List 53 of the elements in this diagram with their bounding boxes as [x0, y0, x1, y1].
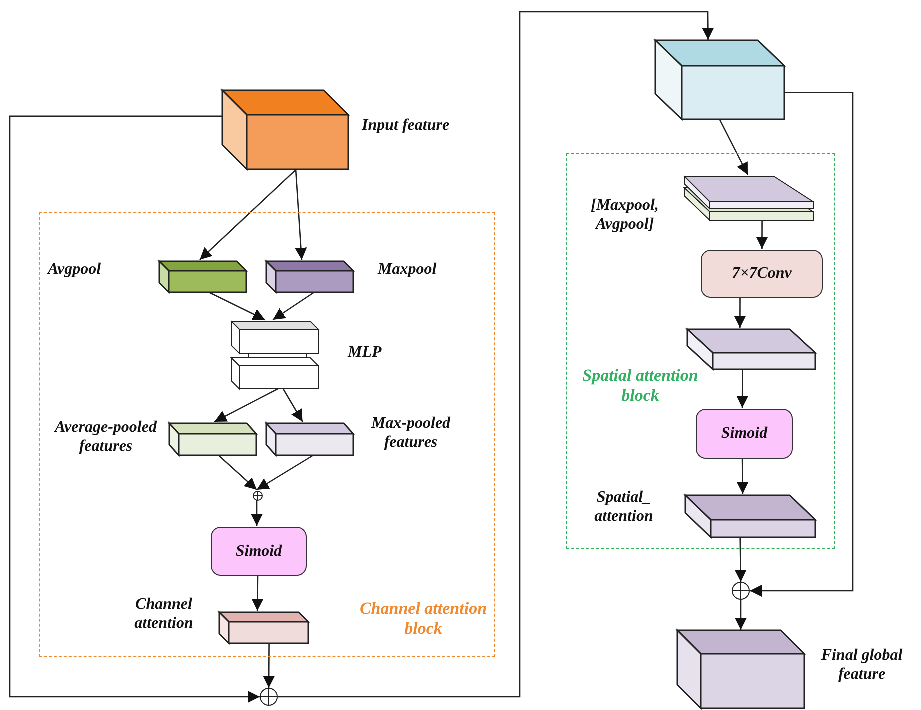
feature-block [685, 495, 816, 538]
dashed-block [39, 212, 495, 657]
arrow [263, 643, 276, 688]
arrow [736, 369, 749, 408]
feature-block [169, 423, 257, 456]
arrow [208, 291, 266, 321]
feature-label: Channel attention [134, 595, 194, 634]
dashed-block [566, 153, 835, 549]
sum-circle [732, 582, 750, 600]
arrow [278, 11, 714, 698]
process-box: Simoid [696, 409, 793, 459]
feature-block [222, 90, 349, 170]
feature-block [687, 329, 816, 370]
feature-block [655, 40, 785, 120]
stacked-slabs-drawing [684, 176, 814, 221]
feature-label: [Maxpool, Avgpool] [590, 196, 660, 234]
sum-circle [260, 688, 278, 706]
arrow [256, 454, 315, 491]
feature-label: Max-pooled features [370, 414, 452, 452]
arrow [719, 120, 749, 176]
arrow [251, 500, 264, 526]
feature-block [159, 261, 247, 293]
feature-block [677, 630, 805, 709]
arrow [295, 170, 308, 260]
arrow [218, 454, 258, 490]
process-box: 7×7Conv [701, 250, 823, 298]
arrow [736, 458, 749, 494]
feature-block [266, 423, 354, 456]
process-box: Simoid [211, 527, 307, 576]
feature-label: Average-pooled features [53, 418, 158, 456]
arrow [750, 92, 854, 597]
arrow [734, 297, 746, 328]
feature-label: Input feature [362, 116, 451, 136]
feature-label: Spatial_ attention [594, 488, 654, 526]
arrow [735, 600, 747, 630]
arrow [9, 116, 260, 703]
arrow [282, 388, 304, 422]
feature-block [266, 261, 354, 293]
mlp-layers-drawing [231, 321, 319, 389]
feature-label: Maxpool [378, 260, 438, 280]
block-title: Channel attention block [358, 599, 488, 640]
feature-label: MLP [348, 343, 383, 362]
block-title: Spatial attention block [582, 366, 700, 407]
arrow [252, 575, 264, 611]
feature-block [219, 612, 309, 644]
feature-label: Final global feature [820, 646, 904, 684]
feature-label: Avgpool [48, 260, 102, 280]
arrow [756, 220, 768, 249]
arrow [272, 291, 316, 321]
arrow [200, 170, 296, 260]
sum-circle [253, 491, 263, 501]
arrow [734, 537, 747, 582]
arrow [214, 387, 280, 423]
